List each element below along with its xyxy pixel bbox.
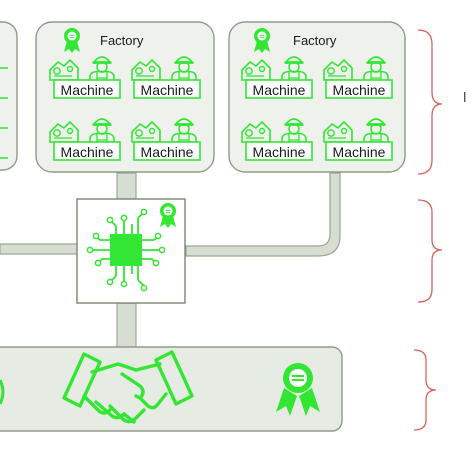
chip-hub xyxy=(76,198,186,304)
machine-tile: Machine xyxy=(323,118,393,161)
vertical-pipe-bottom xyxy=(116,302,137,350)
factory-label: Factory xyxy=(100,33,144,48)
machine-tile: Machine xyxy=(131,56,201,99)
machine-tile: Machine xyxy=(241,118,313,161)
brace-tick xyxy=(464,92,466,102)
chip-icon xyxy=(86,208,166,292)
badge-icon xyxy=(64,28,80,53)
machine-tile: Machine xyxy=(323,56,393,99)
machine-label: Machine xyxy=(253,82,306,98)
right-elbow-pipe xyxy=(185,172,341,257)
brace-middle xyxy=(417,199,443,303)
factory-label: Factory xyxy=(293,33,337,48)
partial-icon xyxy=(0,379,5,405)
factory-box-1: Factory Machine Machine Machine Machine xyxy=(35,21,215,173)
machine-label: Machine xyxy=(253,144,306,160)
machine-label: Machine xyxy=(333,82,386,98)
badge-icon xyxy=(254,28,270,53)
vertical-pipe-top xyxy=(116,172,137,200)
partial-factory-box xyxy=(0,21,18,171)
machine-label: Machine xyxy=(61,82,114,98)
factory-box-2: Factory Machine Machine Machine Machine xyxy=(228,21,406,173)
award-badge-icon xyxy=(276,363,320,416)
machine-tile: Machine xyxy=(131,118,201,161)
machine-tile: Machine xyxy=(241,56,313,99)
machine-label: Machine xyxy=(141,144,194,160)
badge-icon xyxy=(160,203,176,228)
brace-top xyxy=(417,29,443,175)
collaboration-bar xyxy=(0,346,343,432)
partial-machine-icon xyxy=(0,67,8,159)
machine-tile: Machine xyxy=(49,56,121,99)
machine-label: Machine xyxy=(61,144,114,160)
machine-tile: Machine xyxy=(49,118,121,161)
handshake-icon xyxy=(62,350,194,424)
brace-bottom xyxy=(413,349,437,431)
machine-label: Machine xyxy=(333,144,386,160)
left-horizontal-pipe xyxy=(0,243,79,255)
machine-label: Machine xyxy=(141,82,194,98)
